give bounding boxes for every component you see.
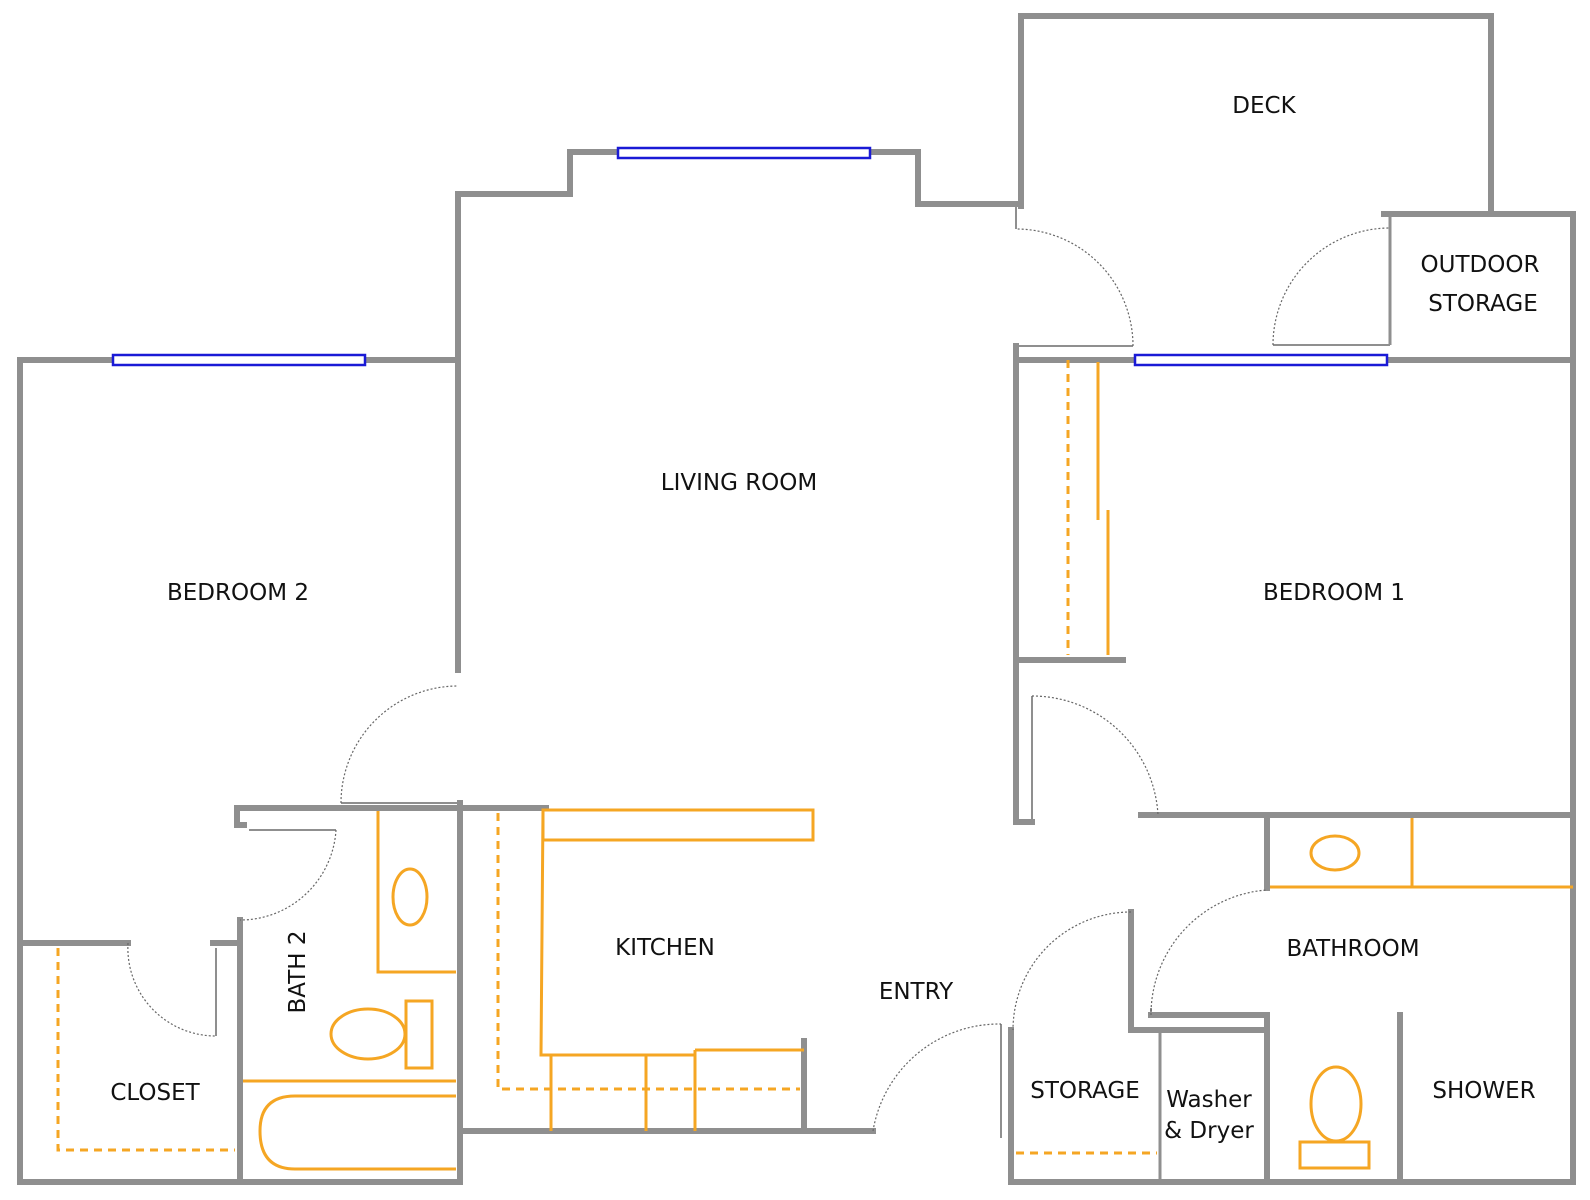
room-labels: DECK OUTDOOR STORAGE LIVING ROOM BEDROOM… — [110, 93, 1539, 1144]
bath2-toilet-bowl — [329, 1007, 407, 1061]
label-entry: ENTRY — [879, 979, 954, 1005]
outdoor-storage-door-swing — [1272, 227, 1391, 346]
deck-door-swing — [1015, 228, 1134, 347]
label-washer-1: Washer — [1166, 1087, 1252, 1113]
bath2-sink — [391, 867, 429, 927]
label-deck: DECK — [1232, 93, 1296, 119]
bath2-bathtub — [258, 1094, 456, 1171]
bath2-toilet-tank — [404, 999, 434, 1070]
bathroom-toilet-bowl — [1309, 1065, 1363, 1143]
deck-wall — [1018, 13, 1494, 217]
bath2-vanity — [376, 811, 456, 974]
outdoor-storage-wall — [1381, 211, 1576, 363]
bath2-door-swing — [239, 829, 337, 921]
bathroom-door-swing — [1150, 889, 1268, 1016]
living-room-north-wall — [455, 149, 1023, 673]
bedroom1-east-wall — [1008, 357, 1576, 1185]
label-washer-2: & Dryer — [1164, 1118, 1254, 1144]
window-living-room — [616, 146, 872, 160]
window-bedroom-2 — [111, 353, 367, 367]
label-storage: STORAGE — [1030, 1078, 1140, 1104]
bedroom2-door-swing — [340, 685, 459, 804]
windows — [111, 146, 1389, 367]
label-bedroom-2: BEDROOM 2 — [167, 580, 309, 606]
label-bath-2: BATH 2 — [285, 930, 311, 1013]
kitchen-bar-counter — [541, 808, 815, 842]
kitchen-counter-edge — [539, 809, 695, 1057]
label-kitchen: KITCHEN — [615, 935, 715, 961]
label-living-room: LIVING ROOM — [661, 470, 818, 496]
label-bedroom-1: BEDROOM 1 — [1263, 580, 1405, 606]
label-closet: CLOSET — [110, 1080, 200, 1106]
label-outdoor-storage-2: STORAGE — [1428, 291, 1538, 317]
label-shower: SHOWER — [1432, 1078, 1535, 1104]
bathroom-toilet-tank — [1298, 1140, 1371, 1170]
closet2-shelf-line — [56, 948, 235, 1152]
kitchen-counter-line — [496, 813, 800, 1091]
storage-door-swing — [1012, 911, 1132, 1031]
bath2-north-wall — [234, 805, 549, 828]
entry-door-swing — [872, 1023, 1002, 1132]
doors — [127, 206, 1391, 1138]
window-bedroom-1 — [1133, 353, 1389, 367]
fixtures — [56, 360, 1573, 1171]
closet-door-swing — [127, 942, 217, 1037]
bathroom-sink — [1309, 834, 1361, 872]
label-outdoor-storage-1: OUTDOOR — [1421, 252, 1540, 278]
label-bathroom: BATHROOM — [1286, 936, 1419, 962]
bedroom1-door-swing — [1031, 695, 1159, 816]
